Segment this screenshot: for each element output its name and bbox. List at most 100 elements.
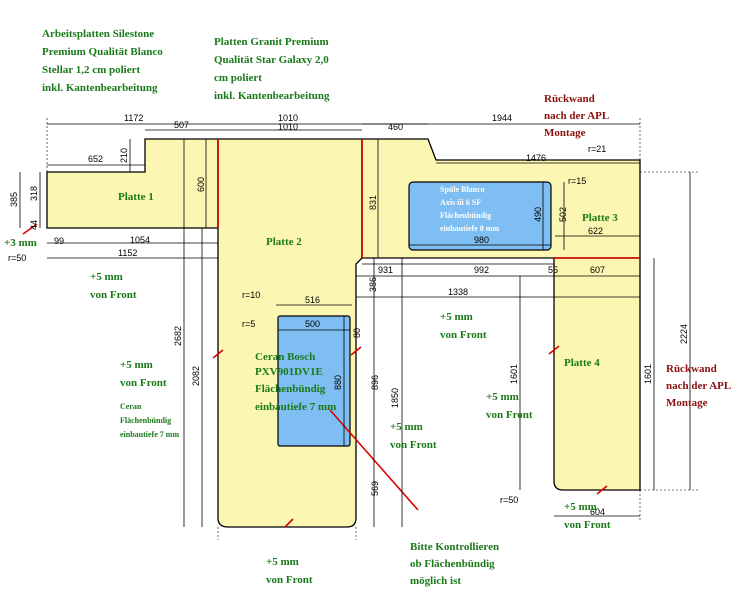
dim-2224: 2224 bbox=[679, 324, 689, 344]
plate-1-label: Platte 1 bbox=[118, 191, 154, 203]
ceran-note-3: einbautiefe 7 mm bbox=[120, 430, 179, 439]
dim-1010-a: 1010 bbox=[278, 113, 298, 123]
dim-1338: 1338 bbox=[448, 287, 468, 297]
plus-3mm: +3 mm bbox=[4, 237, 37, 249]
dim-880: 880 bbox=[333, 375, 343, 390]
material-left-3: Stellar 1,2 cm poliert bbox=[42, 64, 140, 76]
dim-1601-a: 1601 bbox=[509, 364, 519, 384]
dim-2682: 2682 bbox=[173, 326, 183, 346]
check-note-2: ob Flächenbündig bbox=[410, 558, 495, 570]
rueckwand-top-1: Rückwand bbox=[544, 93, 595, 105]
dim-99: 99 bbox=[54, 236, 64, 246]
cooktop-line-4: einbautiefe 7 mm bbox=[255, 401, 336, 413]
front-bottom-1: +5 mm bbox=[266, 556, 299, 568]
radius-21: r=21 bbox=[588, 144, 606, 154]
dim-1476: 1476 bbox=[526, 153, 546, 163]
dim-1850: 1850 bbox=[390, 388, 400, 408]
dim-1152: 1152 bbox=[118, 248, 137, 258]
dim-507: 507 bbox=[174, 120, 189, 130]
dim-604: 604 bbox=[590, 507, 605, 517]
dim-55: 55 bbox=[548, 265, 558, 275]
sink-line-2: Axis iii 6 SF bbox=[440, 198, 481, 207]
front-mark-2 bbox=[212, 349, 224, 359]
dim-1172: 1172 bbox=[124, 113, 143, 123]
check-note-3: möglich ist bbox=[410, 575, 461, 587]
front-mid-2: von Front bbox=[390, 439, 437, 451]
front-mid-1: +5 mm bbox=[390, 421, 423, 433]
rueckwand-right-2: nach der APL bbox=[666, 380, 731, 392]
material-right-3: cm poliert bbox=[214, 72, 262, 84]
dim-385: 385 bbox=[9, 192, 19, 207]
rueckwand-top-3: Montage bbox=[544, 127, 586, 139]
dim-44: 44 bbox=[29, 220, 39, 230]
check-note-1: Bitte Kontrollieren bbox=[410, 541, 499, 553]
dim-1601-b: 1601 bbox=[643, 364, 653, 384]
front-mark-4 bbox=[350, 346, 362, 356]
dim-622: 622 bbox=[588, 226, 603, 236]
dim-1054: 1054 bbox=[130, 235, 150, 245]
dim-1010-b: 1010 bbox=[278, 122, 298, 132]
radius-15: r=15 bbox=[568, 176, 586, 186]
dim-980: 980 bbox=[474, 235, 489, 245]
cooktop-line-3: Flächenbündig bbox=[255, 383, 326, 395]
dim-569: 569 bbox=[370, 481, 380, 496]
front-left2-2: von Front bbox=[120, 377, 167, 389]
plate-4-shape bbox=[553, 257, 641, 491]
material-left-4: inkl. Kantenbearbeitung bbox=[42, 82, 158, 94]
dim-490: 490 bbox=[533, 207, 543, 222]
dim-80: 80 bbox=[352, 328, 362, 338]
rueckwand-top-2: nach der APL bbox=[544, 110, 609, 122]
plate-1-shape bbox=[46, 138, 219, 229]
cooktop-line-2: PXV901DV1E bbox=[255, 366, 323, 378]
front-left-2: von Front bbox=[90, 289, 137, 301]
front-center-2: von Front bbox=[440, 329, 487, 341]
cooktop-line-1: Ceran Bosch bbox=[255, 351, 315, 363]
material-left-2: Premium Qualität Blanco bbox=[42, 46, 163, 58]
radius-10: r=10 bbox=[242, 290, 260, 300]
front-right-1: +5 mm bbox=[486, 391, 519, 403]
dim-831: 831 bbox=[368, 195, 378, 210]
dim-1944: 1944 bbox=[492, 113, 512, 123]
front-p4-2: von Front bbox=[564, 519, 611, 531]
front-mark-1 bbox=[22, 223, 38, 235]
front-mark-3 bbox=[284, 518, 294, 528]
radius-50-left: r=50 bbox=[8, 253, 26, 263]
dim-502: 502 bbox=[558, 207, 568, 222]
front-bottom-2: von Front bbox=[266, 574, 313, 586]
material-right-1: Platten Granit Premium bbox=[214, 36, 329, 48]
front-mark-5 bbox=[548, 345, 560, 355]
dim-652: 652 bbox=[88, 154, 103, 164]
sink-line-3: Flächenbündig bbox=[440, 211, 491, 220]
dim-500: 500 bbox=[305, 319, 320, 329]
dim-210: 210 bbox=[119, 148, 129, 163]
cooktop-cutout bbox=[277, 315, 351, 447]
plate-2-label: Platte 2 bbox=[266, 236, 302, 248]
radius-50-right: r=50 bbox=[500, 495, 518, 505]
plate-4-label: Platte 4 bbox=[564, 357, 600, 369]
radius-5: r=5 bbox=[242, 319, 255, 329]
rueckwand-right-3: Montage bbox=[666, 397, 708, 409]
front-mark-6 bbox=[596, 485, 608, 495]
front-right-2: von Front bbox=[486, 409, 533, 421]
dim-2082: 2082 bbox=[191, 366, 201, 386]
sink-line-1: Spüle Blanco bbox=[440, 185, 485, 194]
front-left-1: +5 mm bbox=[90, 271, 123, 283]
front-p4-1: +5 mm bbox=[564, 501, 597, 513]
dim-607: 607 bbox=[590, 265, 605, 275]
dim-896: 896 bbox=[370, 375, 380, 390]
dim-516: 516 bbox=[305, 295, 320, 305]
dim-931: 931 bbox=[378, 265, 393, 275]
dim-460: 460 bbox=[388, 122, 403, 132]
ceran-note-1: Ceran bbox=[120, 402, 142, 411]
dim-600: 600 bbox=[196, 177, 206, 192]
material-left-1: Arbeitsplatten Silestone bbox=[42, 28, 154, 40]
plate-3-label: Platte 3 bbox=[582, 212, 618, 224]
dim-386: 386 bbox=[368, 277, 378, 292]
dim-318: 318 bbox=[29, 186, 39, 201]
dimension-lines bbox=[19, 118, 700, 540]
material-right-4: inkl. Kantenbearbeitung bbox=[214, 90, 330, 102]
dim-992: 992 bbox=[474, 265, 489, 275]
front-center-1: +5 mm bbox=[440, 311, 473, 323]
